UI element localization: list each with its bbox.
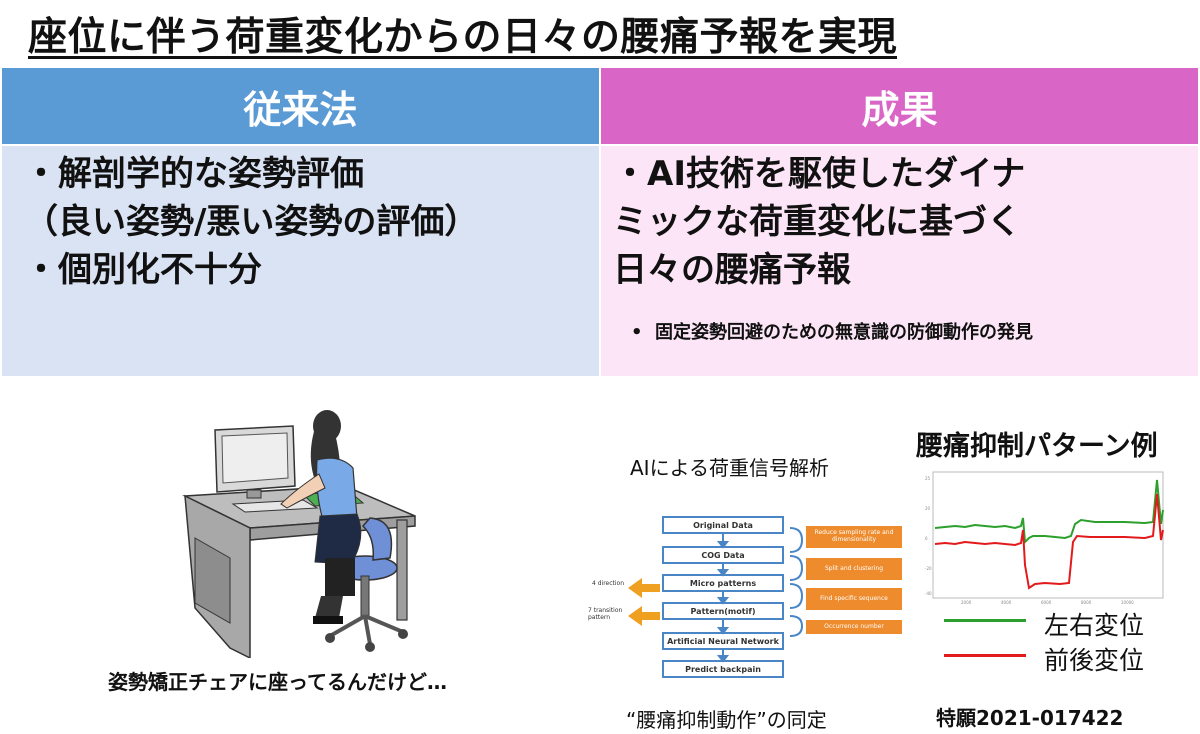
legend-swatch-lateral: [944, 619, 1026, 622]
svg-text:8000: 8000: [1081, 600, 1092, 605]
conventional-method-heading: 従来法: [2, 68, 599, 144]
illustration-caption: 姿勢矯正チェアに座ってるんだけど…: [108, 670, 447, 694]
side-label-transition: 7 transition pattern: [588, 607, 623, 621]
svg-text:0: 0: [925, 536, 928, 541]
flow-note-reduce: Reduce sampling rate and dimensionality: [806, 526, 902, 548]
pattern-chart-plot: 25 20 0 -20 -40 2000 4000 6000 8000 10000: [925, 471, 1164, 605]
svg-text:2000: 2000: [961, 600, 972, 605]
flow-note-occurrence: Occurrence number: [806, 620, 902, 634]
results-line-2: ミックな荷重変化に基づく: [613, 202, 1021, 242]
results-panel: ・AI技術を駆使したダイナ ミックな荷重変化に基づく 日々の腰痛予報 • 固定姿…: [601, 146, 1198, 376]
flow-note-find: Find specific sequence: [806, 588, 902, 610]
results-sub-bullet-text: 固定姿勢回避のための無意識の防御動作の発見: [655, 322, 1034, 343]
patent-number: 特願2021-017422: [936, 706, 1124, 730]
svg-text:-20: -20: [925, 566, 932, 571]
conventional-method-panel: ・解剖学的な姿勢評価 （良い姿勢/悪い姿勢の評価） ・個別化不十分: [2, 146, 599, 376]
results-sub-bullet: • 固定姿勢回避のための無意識の防御動作の発見: [631, 322, 1034, 343]
legend-label-anteroposterior: 前後変位: [1044, 646, 1145, 675]
svg-text:10000: 10000: [1121, 600, 1134, 605]
results-heading: 成果: [601, 68, 1198, 144]
flow-note-split: Split and clustering: [806, 558, 902, 580]
person-at-desk-icon: [182, 410, 416, 658]
flowchart-caption: “腰痛抑制動作”の同定: [626, 708, 827, 732]
legend-swatch-anteroposterior: [944, 654, 1026, 657]
svg-text:25: 25: [925, 476, 931, 481]
results-line-3: 日々の腰痛予報: [613, 250, 851, 290]
pattern-chart-title: 腰痛抑制パターン例: [916, 431, 1158, 462]
svg-text:-40: -40: [925, 591, 932, 596]
legend-label-lateral: 左右変位: [1044, 611, 1145, 640]
svg-text:4000: 4000: [1001, 600, 1012, 605]
conventional-line-1: ・解剖学的な姿勢評価: [24, 154, 364, 194]
page-title: 座位に伴う荷重変化からの日々の腰痛予報を実現: [28, 15, 898, 60]
flow-step-original-data: Original Data: [662, 516, 784, 534]
svg-text:6000: 6000: [1041, 600, 1052, 605]
conventional-line-3: ・個別化不十分: [24, 250, 262, 290]
flowchart-arrows: [628, 527, 804, 663]
svg-text:20: 20: [925, 506, 931, 511]
side-label-direction: 4 direction: [592, 580, 625, 587]
conventional-line-2: （良い姿勢/悪い姿勢の評価）: [24, 202, 479, 242]
flowchart-title: AIによる荷重信号解析: [630, 456, 829, 480]
results-line-1: ・AI技術を駆使したダイナ: [613, 154, 1026, 194]
